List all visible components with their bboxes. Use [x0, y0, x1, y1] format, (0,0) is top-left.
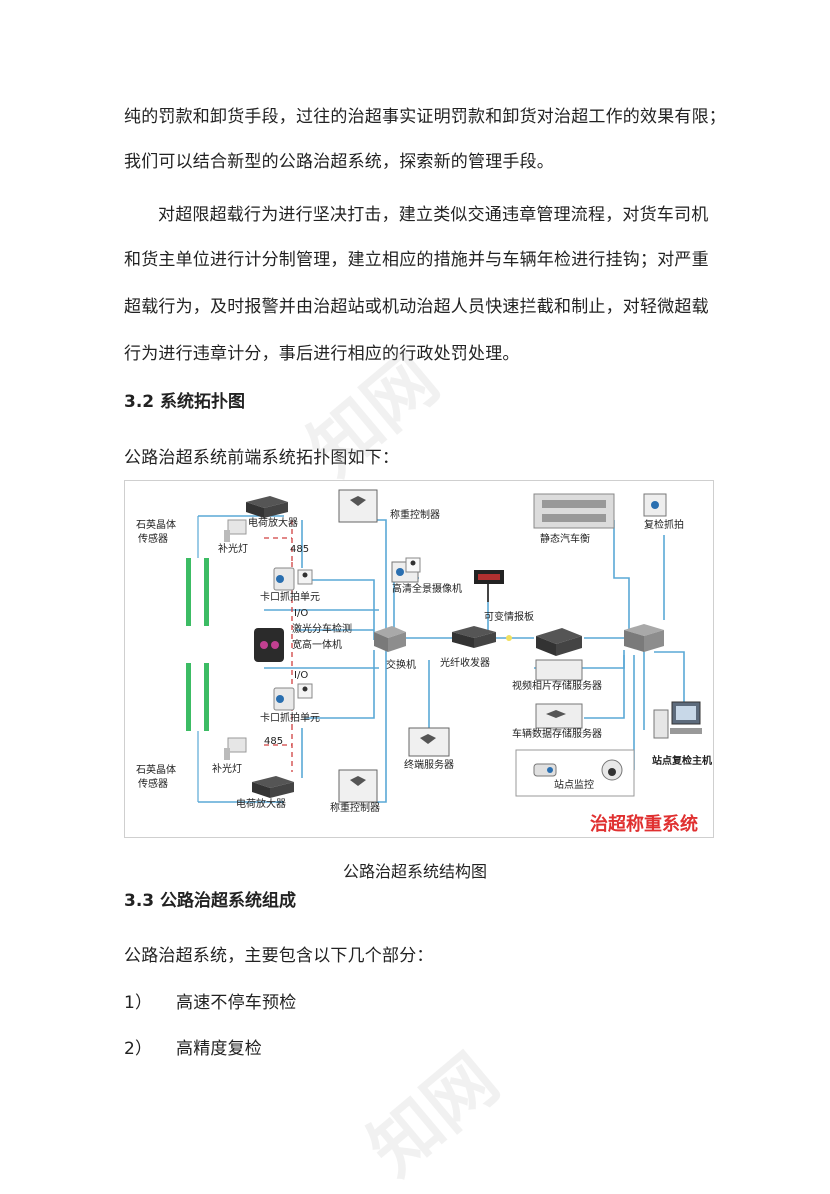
paragraph-line: 对超限超载行为进行坚决打击，建立类似交通违章管理流程，对货车司机 — [158, 205, 709, 225]
paragraph-line: 纯的罚款和卸货手段，过往的治超事实证明罚款和卸货对治超工作的效果有限； — [124, 107, 726, 127]
diagram-labels: 石英晶体 传感器 石英晶体 传感器 电荷放大器 电荷放大器 补光灯 补光灯 48… — [136, 508, 712, 814]
fill-light-top-icon — [224, 519, 247, 542]
label-fill-light-top: 补光灯 — [218, 542, 248, 555]
label-vms: 可变情报板 — [484, 610, 534, 623]
label-video-storage: 视频相片存储服务器 — [512, 679, 602, 692]
static-scale-icon — [533, 493, 615, 529]
label-quartz-bottom: 石英晶体 — [136, 763, 176, 776]
label-weigh-controller-bottom: 称重控制器 — [330, 801, 380, 814]
label-weigh-controller-top: 称重控制器 — [390, 508, 440, 521]
label-quartz-top: 石英晶体 — [136, 518, 176, 531]
label-485-bottom: 485 — [264, 736, 283, 747]
paragraph-line: 行为进行违章计分，事后进行相应的行政处罚处理。 — [124, 344, 520, 364]
label-terminal-server: 终端服务器 — [404, 758, 454, 771]
quartz-sensors — [186, 516, 209, 802]
label-io-bottom: I/O — [294, 670, 308, 681]
section-heading: 3.3 公路治超系统组成 — [124, 891, 297, 911]
list-item-number: 1） — [124, 993, 153, 1013]
fiber-transceiver-icon — [452, 626, 496, 648]
terminal-server-icon — [408, 727, 450, 757]
label-charge-amp-top: 电荷放大器 — [248, 516, 298, 529]
label-recheck-capture: 复检抓拍 — [644, 518, 684, 531]
label-vehicle-storage: 车辆数据存储服务器 — [512, 727, 602, 740]
weighing-controller-bottom-icon — [338, 769, 378, 803]
fiber-connector — [506, 635, 512, 641]
charge-amplifier-bottom-icon — [252, 776, 294, 798]
label-recheck-host: 站点复检主机 — [652, 754, 712, 767]
list-item-text: 高精度复检 — [176, 1039, 262, 1059]
figure-caption: 公路治超系统结构图 — [342, 862, 487, 881]
laser-detector-icon — [254, 628, 284, 662]
label-site-monitor: 站点监控 — [554, 778, 594, 791]
switch-icon — [374, 626, 406, 652]
system-name-label: 治超称重系统 — [590, 813, 698, 835]
capture-unit-top-icon — [273, 567, 313, 591]
label-quartz-top-2: 传感器 — [138, 532, 168, 545]
label-switch: 交换机 — [386, 658, 416, 671]
paragraph-line: 我们可以结合新型的公路治超系统，探索新的管理手段。 — [124, 152, 554, 172]
site-monitor-icon — [515, 749, 635, 797]
topology-diagram: 石英晶体 传感器 石英晶体 传感器 电荷放大器 电荷放大器 补光灯 补光灯 48… — [124, 480, 714, 838]
recheck-capture-icon — [643, 493, 667, 517]
capture-unit-bottom-icon — [273, 683, 313, 711]
label-static-scale: 静态汽车衡 — [540, 532, 590, 545]
list-item-text: 高速不停车预检 — [176, 993, 297, 1013]
vehicle-storage-server-icon — [535, 703, 583, 729]
weighing-controller-top-icon — [338, 489, 378, 523]
section-intro: 公路治超系统，主要包含以下几个部分： — [124, 946, 434, 966]
paragraph-line: 超载行为，及时报警并由治超站或机动治超人员快速拦截和制止，对轻微超载 — [124, 297, 709, 317]
video-storage-server-icon — [535, 628, 583, 681]
label-fill-light-bottom: 补光灯 — [212, 762, 242, 775]
label-quartz-bottom-2: 传感器 — [138, 777, 168, 790]
core-switch-icon — [624, 624, 664, 652]
label-io-top: I/O — [294, 608, 308, 619]
vms-sign-icon — [474, 570, 504, 602]
fill-light-bottom-icon — [224, 737, 247, 760]
hd-camera-icon — [391, 557, 421, 583]
paragraph-line: 和货主单位进行计分制管理，建立相应的措施并与车辆年检进行挂钩；对严重 — [124, 250, 709, 270]
label-capture-top: 卡口抓拍单元 — [260, 590, 320, 603]
section-intro: 公路治超系统前端系统拓扑图如下： — [124, 448, 400, 468]
label-485-top: 485 — [290, 544, 309, 555]
label-charge-amp-bottom: 电荷放大器 — [236, 797, 286, 810]
list-item-number: 2） — [124, 1039, 153, 1059]
watermark: 知网 — [353, 1038, 514, 1192]
label-capture-bottom: 卡口抓拍单元 — [260, 711, 320, 724]
label-laser-1: 激光分车检测 — [292, 622, 352, 635]
label-laser-2: 宽高一体机 — [292, 638, 342, 651]
charge-amplifier-top-icon — [246, 496, 288, 518]
section-heading: 3.2 系统拓扑图 — [124, 392, 246, 412]
recheck-host-icon — [653, 701, 702, 739]
label-hd-camera: 高清全景摄像机 — [392, 582, 462, 595]
label-fiber: 光纤收发器 — [440, 656, 490, 669]
